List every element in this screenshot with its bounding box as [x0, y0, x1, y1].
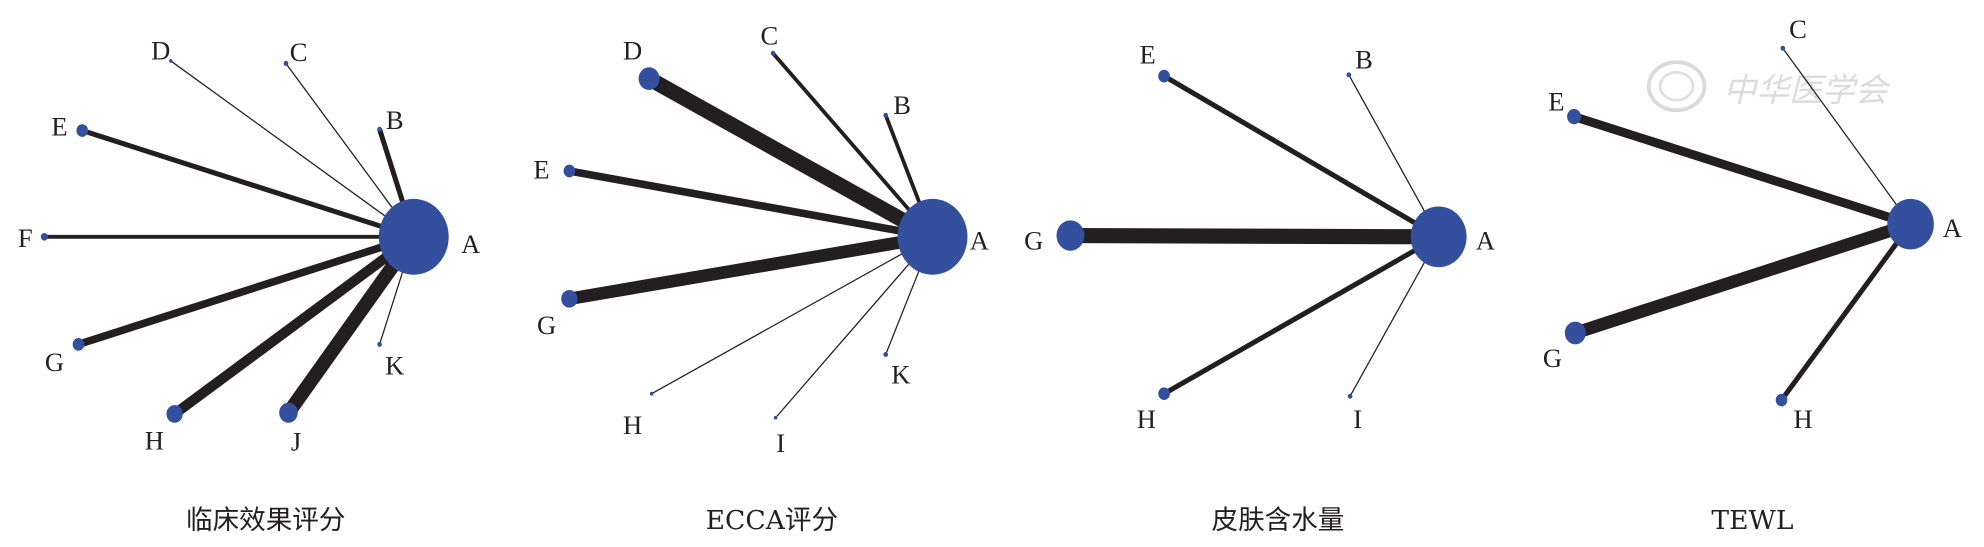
watermark: 中华医学会	[1646, 60, 1891, 113]
panel-title: 皮肤含水量	[1212, 505, 1345, 536]
node-label-F: F	[18, 223, 33, 253]
node-label-D: D	[623, 36, 642, 66]
watermark-text: 中华医学会	[1723, 70, 1891, 109]
node-K	[377, 341, 382, 347]
node-B	[1346, 72, 1352, 78]
node-C	[1780, 45, 1786, 51]
node-H	[1158, 387, 1170, 401]
node-A	[378, 198, 449, 275]
node-label-E: E	[1140, 39, 1156, 69]
node-label-E: E	[51, 112, 67, 142]
node-H	[1775, 393, 1788, 407]
node-C	[283, 60, 289, 66]
node-label-C: C	[1789, 14, 1807, 44]
node-F	[40, 233, 48, 241]
node-label-I: I	[1353, 404, 1362, 434]
node-label-E: E	[533, 155, 549, 185]
node-label-A: A	[1476, 225, 1495, 255]
node-E	[1158, 69, 1170, 83]
node-B	[377, 126, 382, 132]
edge-A-E	[1162, 73, 1440, 239]
node-label-B: B	[1355, 45, 1373, 75]
edge-A-B	[1348, 74, 1440, 238]
node-D	[638, 67, 660, 91]
node-label-A: A	[1943, 213, 1962, 243]
panel-title: 临床效果评分	[186, 505, 345, 536]
node-label-H: H	[1793, 404, 1812, 434]
node-K	[883, 351, 889, 358]
node-I	[1347, 393, 1353, 399]
node-label-C: C	[290, 37, 308, 67]
node-A	[1887, 198, 1934, 250]
edge-A-H	[1779, 222, 1913, 402]
node-E	[1567, 109, 1582, 125]
edge-A-G	[77, 233, 415, 348]
node-label-A: A	[461, 229, 480, 259]
node-D	[169, 59, 173, 63]
panel-title: ECCA评分	[706, 505, 838, 536]
edge-A-G	[1573, 218, 1913, 339]
node-G	[1564, 321, 1586, 345]
node-G	[561, 289, 578, 308]
edge-A-E	[568, 167, 934, 241]
node-E	[76, 124, 89, 137]
node-label-E: E	[1548, 86, 1564, 116]
node-label-A: A	[970, 225, 989, 255]
node-B	[883, 112, 889, 118]
node-label-H: H	[145, 425, 164, 455]
edge-A-C	[771, 52, 934, 239]
node-label-B: B	[386, 105, 404, 135]
edge-A-G	[568, 230, 934, 306]
edge-A-H	[1162, 234, 1440, 396]
edge-A-E	[1572, 112, 1912, 229]
node-label-H: H	[623, 410, 642, 440]
node-G	[72, 338, 85, 351]
node-label-G: G	[45, 347, 64, 377]
node-label-J: J	[291, 427, 301, 457]
edge-A-H	[171, 232, 417, 419]
network-panel-3: A B E G H I 皮肤含水量	[1024, 39, 1495, 536]
network-panel-1: A B C D E F G H J K 临床效果评分	[18, 36, 480, 536]
edge-A-I	[1349, 236, 1440, 397]
node-label-C: C	[760, 20, 778, 50]
node-J	[279, 402, 298, 423]
node-label-D: D	[151, 36, 170, 66]
edge-A-D	[645, 72, 937, 244]
node-label-G: G	[1024, 225, 1043, 255]
edge-A-G	[1070, 227, 1439, 245]
node-C	[770, 50, 776, 56]
edge-A-H	[651, 236, 933, 395]
node-label-H: H	[1137, 404, 1156, 434]
node-G	[1056, 220, 1085, 251]
edge-A-D	[170, 60, 415, 238]
node-H	[166, 405, 183, 423]
node-E	[563, 164, 576, 178]
node-A	[1410, 206, 1467, 268]
edge-A-C	[1782, 47, 1912, 225]
node-H	[649, 391, 654, 396]
node-label-G: G	[537, 310, 556, 340]
node-label-K: K	[385, 351, 404, 381]
edge-A-I	[775, 236, 934, 419]
node-label-B: B	[893, 90, 911, 120]
panel-title: TEWL	[1711, 505, 1793, 536]
node-label-I: I	[776, 428, 785, 458]
node-I	[773, 415, 778, 420]
edge-A-E	[81, 128, 415, 240]
node-label-K: K	[891, 360, 910, 390]
network-panel-4: A C E G H TEWL	[1543, 14, 1962, 536]
network-panel-2: A B C D E G H I K ECCA评分	[533, 20, 989, 536]
node-label-G: G	[1543, 343, 1562, 373]
node-A	[897, 198, 968, 275]
